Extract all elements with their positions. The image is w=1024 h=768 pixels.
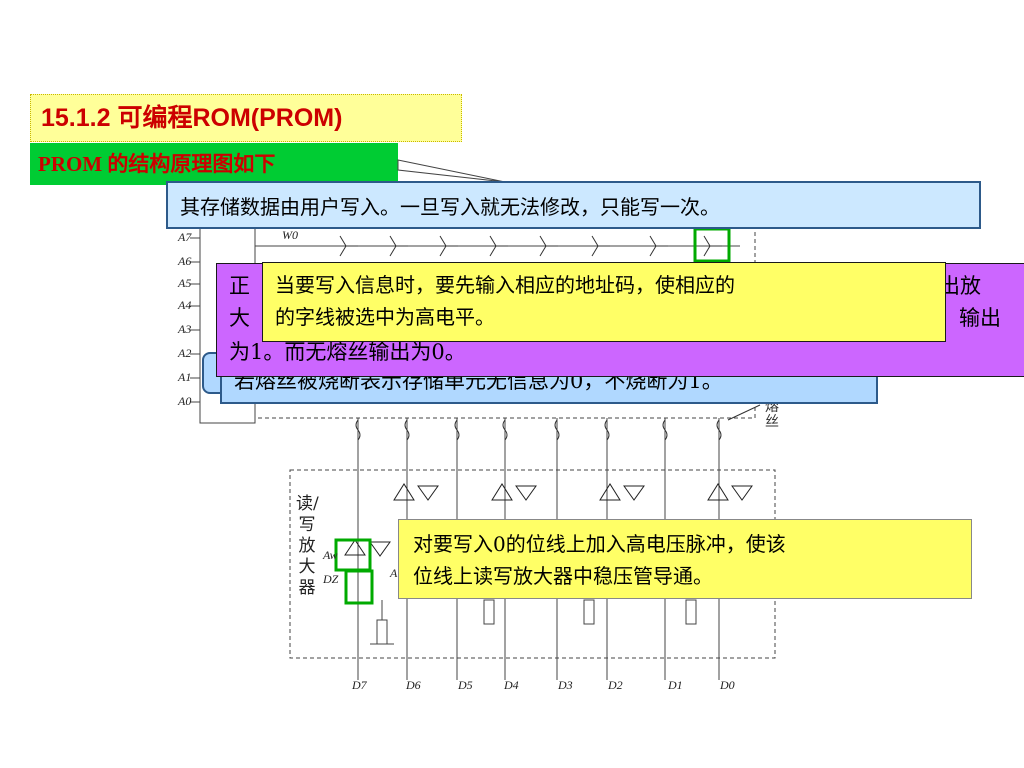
address-label-a2: A2 bbox=[178, 346, 192, 360]
read-write-amplifier-label: 读/写放大器 bbox=[296, 494, 319, 598]
data-label-d5: D5 bbox=[458, 678, 473, 692]
note-write-pulse-line1: 对要写入0的位线上加入高电压脉冲，使该 bbox=[413, 532, 786, 556]
word-line-label: W0 bbox=[282, 228, 298, 242]
data-label-d1: D1 bbox=[668, 678, 683, 692]
data-label-d3: D3 bbox=[558, 678, 573, 692]
data-label-d4: D4 bbox=[504, 678, 519, 692]
subtitle: PROM 的结构原理图如下 bbox=[30, 143, 398, 185]
data-label-d0: D0 bbox=[720, 678, 735, 692]
fuse-label: 熔丝 bbox=[765, 400, 779, 430]
note-write-address-line2: 的字线被选中为高电平。 bbox=[275, 305, 495, 329]
data-label-d6: D6 bbox=[406, 678, 421, 692]
note-write-pulse-line2: 位线上读写放大器中稳压管导通。 bbox=[413, 564, 713, 588]
note-read-line3: 为1。而无熔丝输出为0。 bbox=[229, 340, 466, 364]
note-read-line1-end: 出放 bbox=[939, 274, 981, 298]
note-read-line1-start: 正 bbox=[229, 274, 250, 298]
address-label-a4: A4 bbox=[178, 298, 192, 312]
note-read-line2-end: 输出 bbox=[959, 306, 1001, 330]
note-user-write: 其存储数据由用户写入。一旦写入就无法修改，只能写一次。 bbox=[166, 181, 981, 229]
a-label: A bbox=[390, 566, 398, 580]
note-write-address: 当要写入信息时，要先输入相应的地址码，使相应的 的字线被选中为高电平。 bbox=[262, 262, 946, 342]
address-label-a6: A6 bbox=[178, 254, 192, 268]
data-label-d2: D2 bbox=[608, 678, 623, 692]
note-read-line2-start: 大 bbox=[229, 306, 250, 330]
page-title: 15.1.2 可编程ROM(PROM) bbox=[30, 94, 462, 142]
note-write-pulse: 对要写入0的位线上加入高电压脉冲，使该 位线上读写放大器中稳压管导通。 bbox=[398, 519, 972, 599]
aw-label: Aw bbox=[323, 548, 338, 562]
data-label-d7: D7 bbox=[352, 678, 367, 692]
address-label-a5: A5 bbox=[178, 276, 192, 290]
address-label-a7: A7 bbox=[178, 230, 192, 244]
dz-label: DZ bbox=[323, 572, 339, 586]
note-write-address-line1: 当要写入信息时，要先输入相应的地址码，使相应的 bbox=[275, 273, 735, 297]
highlight-boxes bbox=[334, 227, 731, 605]
address-label-a0: A0 bbox=[178, 394, 192, 408]
address-label-a1: A1 bbox=[178, 370, 192, 384]
address-label-a3: A3 bbox=[178, 322, 192, 336]
